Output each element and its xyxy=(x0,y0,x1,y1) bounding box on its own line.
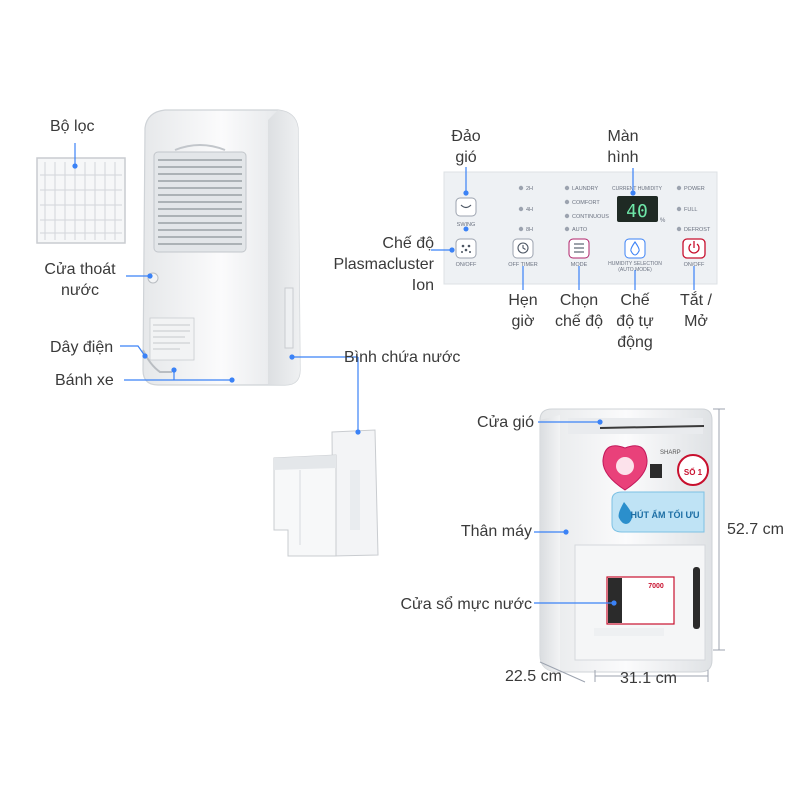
panel-mode-comfort: COMFORT xyxy=(572,200,600,206)
no1-badge xyxy=(677,454,709,486)
power-icon xyxy=(688,243,700,254)
label-water-tank: Bình chứa nước xyxy=(344,349,461,366)
label-swing: Đảo gió xyxy=(451,128,481,166)
label-height: 52.7 cm xyxy=(727,521,784,538)
slogan-sticker xyxy=(611,491,705,533)
droplet-icon xyxy=(630,241,640,256)
panel-display-value: 40 xyxy=(626,201,648,222)
control-panel xyxy=(443,171,718,285)
label-wheels: Bánh xe xyxy=(55,372,114,389)
panel-btn-onoff: ON/OFF xyxy=(684,262,705,268)
label-air-vent: Cửa gió xyxy=(477,414,534,431)
humidity-selection-button[interactable] xyxy=(624,238,646,259)
menu-icon xyxy=(574,243,584,253)
label-display: Màn hình xyxy=(607,128,639,166)
leader-lines xyxy=(72,143,695,606)
panel-btn-ion-onoff: ON/OFF xyxy=(456,262,477,268)
label-off-timer: Hẹn giờ xyxy=(508,292,538,330)
label-plasmacluster-mode: Chế độ Plasmacluster Ion xyxy=(333,235,434,294)
panel-btn-humidity: HUMIDITY SELECTION xyxy=(608,261,662,267)
panel-btn-mode: MODE xyxy=(571,262,588,268)
dimension-lines xyxy=(539,408,725,683)
label-width: 31.1 cm xyxy=(620,670,677,687)
water-tank-image xyxy=(273,429,379,557)
label-mode-select: Chọn chế độ xyxy=(554,292,604,330)
rear-view-image xyxy=(142,109,301,386)
label-drain-outlet: Cửa thoát nước xyxy=(44,261,116,299)
humidity-display xyxy=(617,196,658,222)
front-view-image xyxy=(539,408,713,673)
panel-status-defrost: DEFROST xyxy=(684,227,711,233)
front-price-text: 7000 xyxy=(648,583,664,590)
plasmacluster-icon xyxy=(461,244,471,253)
front-brand-text: SHARP xyxy=(660,450,681,456)
panel-mode-laundry: LAUNDRY xyxy=(572,186,599,192)
panel-percent-sign: % xyxy=(660,218,666,224)
panel-timer-8h: 8H xyxy=(526,227,533,233)
panel-mode-continuous: CONTINUOUS xyxy=(572,214,609,220)
label-filter: Bộ lọc xyxy=(50,118,95,135)
panel-timer-4h: 4H xyxy=(526,207,533,213)
panel-mode-auto: AUTO xyxy=(572,227,588,233)
label-depth: 22.5 cm xyxy=(505,668,562,685)
panel-status-full: FULL xyxy=(684,207,697,213)
label-water-window: Cửa sổ mực nước xyxy=(400,596,532,613)
power-button[interactable] xyxy=(682,238,706,259)
swing-indicator-light xyxy=(463,226,469,232)
filter-image xyxy=(36,157,126,244)
panel-timer-2h: 2H xyxy=(526,186,533,192)
front-slogan-text: HÚT ẨM TỐI ƯU xyxy=(631,509,700,520)
plasmacluster-button[interactable] xyxy=(455,238,477,259)
clock-icon xyxy=(517,242,529,254)
label-on-off: Tắt / Mở xyxy=(679,292,712,330)
water-level-window xyxy=(693,567,700,629)
panel-btn-off-timer: OFF TIMER xyxy=(508,262,538,268)
panel-current-humidity: CURRENT HUMIDITY xyxy=(612,186,663,192)
label-auto-mode: Chế độ tự động xyxy=(616,292,654,351)
panel-status-power: POWER xyxy=(684,186,705,192)
label-body: Thân máy xyxy=(460,523,532,540)
label-power-cord: Dây điện xyxy=(50,339,114,356)
panel-btn-swing: SWING xyxy=(457,222,476,228)
front-badge-text: SỐ 1 xyxy=(684,467,703,477)
